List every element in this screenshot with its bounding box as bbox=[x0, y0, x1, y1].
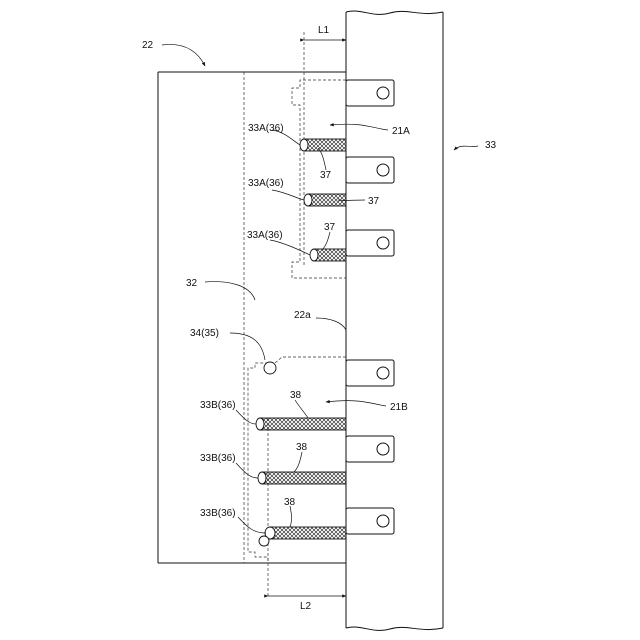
wires-33b bbox=[256, 418, 346, 546]
label-sleeve-37-2: 37 bbox=[368, 196, 380, 207]
label-sleeve-37-3: 37 bbox=[324, 222, 336, 233]
label-wire-33a-3: 33A(36) bbox=[247, 230, 283, 241]
label-substrate-32: 32 bbox=[186, 278, 198, 289]
wire-33b-3 bbox=[259, 527, 346, 546]
label-sleeve-38-1: 38 bbox=[290, 390, 302, 401]
label-wire-33a-1: 33A(36) bbox=[248, 123, 284, 134]
label-wire-33a-2: 33A(36) bbox=[248, 178, 284, 189]
label-connector-34: 34(35) bbox=[190, 328, 219, 339]
terminal-tab bbox=[346, 230, 394, 256]
label-sleeve-38-3: 38 bbox=[284, 497, 296, 508]
terminal-tab bbox=[346, 157, 394, 183]
terminal-tab bbox=[346, 508, 394, 534]
label-wire-33b-3: 33B(36) bbox=[200, 508, 236, 519]
label-dim-l2: L2 bbox=[300, 601, 312, 612]
label-panel-33: 33 bbox=[485, 140, 497, 151]
terminal-tab bbox=[346, 80, 394, 106]
label-frame-22: 22 bbox=[142, 40, 154, 51]
connector-housing-21a bbox=[292, 80, 346, 278]
wire-33a-3 bbox=[310, 249, 346, 261]
label-sleeve-38-2: 38 bbox=[296, 442, 308, 453]
wire-33b-2 bbox=[258, 472, 346, 484]
label-edge-22a: 22a bbox=[294, 310, 311, 321]
label-group-21a: 21A bbox=[392, 126, 410, 137]
label-wire-33b-1: 33B(36) bbox=[200, 400, 236, 411]
label-wire-33b-2: 33B(36) bbox=[200, 453, 236, 464]
terminal-tab bbox=[346, 360, 394, 386]
label-dim-l1: L1 bbox=[318, 25, 330, 36]
label-sleeve-37-1: 37 bbox=[320, 170, 332, 181]
wire-33b-1 bbox=[256, 418, 346, 430]
terminal-tabs bbox=[346, 80, 394, 534]
label-group-21b: 21B bbox=[390, 402, 408, 413]
wire-33a-1 bbox=[300, 139, 346, 151]
connector-34-circle bbox=[264, 362, 276, 374]
terminal-tab bbox=[346, 436, 394, 462]
